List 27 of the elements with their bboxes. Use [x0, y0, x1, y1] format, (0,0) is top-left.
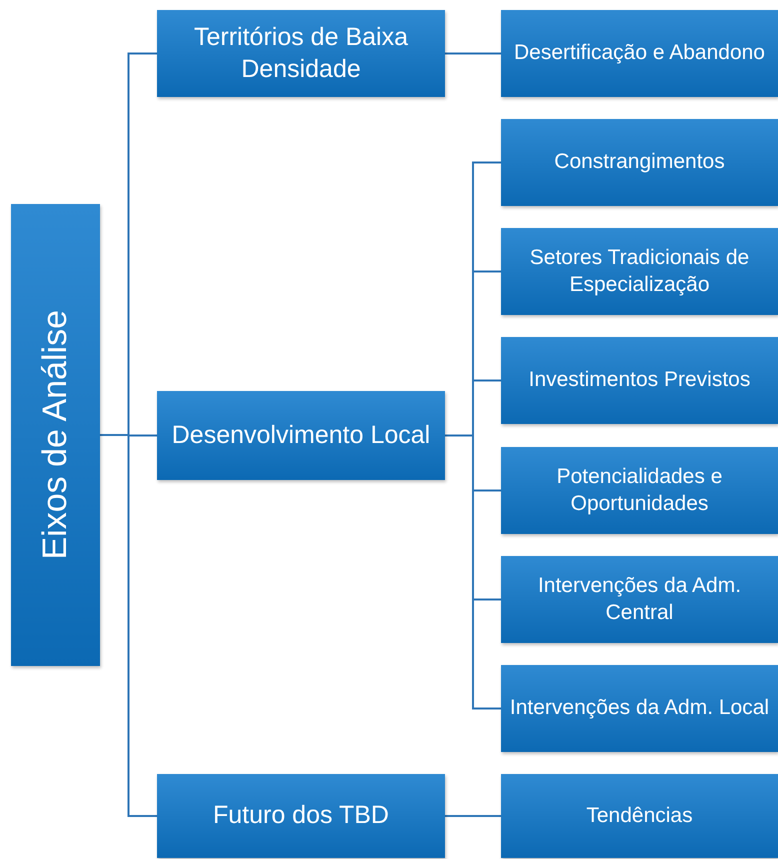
box-label: Desertificação e Abandono: [514, 40, 765, 66]
category-box: [501, 337, 778, 424]
box-label: Setores Tradicionais de Especialização: [528, 245, 750, 298]
category-box: [157, 774, 445, 858]
box-label: Intervenções da Adm. Central: [536, 573, 742, 626]
box-label: Desenvolvimento Local: [172, 420, 430, 451]
box-label: Tendências: [586, 802, 693, 829]
category-box: [157, 391, 445, 480]
category-box: [11, 204, 100, 666]
box-label: Potencialidades e Oportunidades: [556, 464, 724, 516]
connector-line: [445, 434, 501, 710]
category-box: [501, 228, 778, 315]
category-box: [501, 447, 778, 534]
category-box: [501, 10, 778, 97]
box-label: Intervenções da Adm. Local: [510, 695, 770, 722]
category-box: [501, 665, 778, 752]
connector-line: [445, 52, 501, 54]
category-box: [501, 774, 778, 858]
connector-line: [445, 815, 501, 817]
box-label: Futuro dos TBD: [212, 800, 389, 832]
box-label: Territórios de Baixa Densidade: [193, 22, 409, 84]
category-box: [501, 119, 778, 206]
box-label: Constrangimentos: [554, 149, 725, 176]
box-label: Investimentos Previstos: [528, 367, 750, 394]
category-box: [157, 10, 445, 97]
box-label: Eixos de Análise: [35, 310, 76, 560]
category-box: [501, 556, 778, 643]
